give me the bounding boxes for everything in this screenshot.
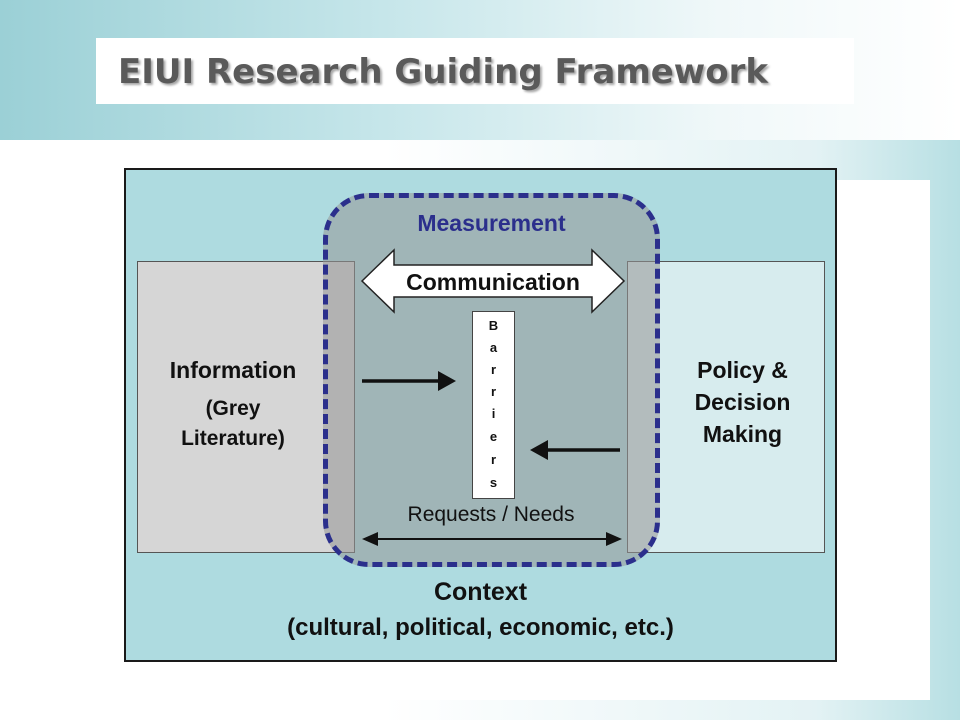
barriers-letter: B xyxy=(488,318,499,333)
information-to-barriers-arrow-head xyxy=(438,371,456,391)
context-detail-label: (cultural, political, economic, etc.) xyxy=(287,614,674,641)
requests-needs-label: Requests / Needs xyxy=(407,503,575,526)
barriers-letter: a xyxy=(489,340,498,355)
barriers-box: B a r r i e r s xyxy=(472,311,515,499)
requests-arrow-head-left xyxy=(362,532,378,546)
barriers-letter: i xyxy=(491,406,496,421)
context-label: Context xyxy=(433,578,528,606)
policy-line-1: Policy & xyxy=(697,357,788,383)
barriers-letter: r xyxy=(490,362,497,377)
policy-line-2: Decision xyxy=(694,389,791,415)
requests-arrow-head-right xyxy=(606,532,622,546)
barriers-letter: r xyxy=(490,452,497,467)
communication-double-arrow xyxy=(360,248,626,314)
policy-label: Policy & Decision Making xyxy=(660,354,825,450)
policy-to-barriers-arrow-head xyxy=(530,440,548,460)
grey-literature-line-2: Literature) xyxy=(181,427,285,450)
slide-title: EIUI Research Guiding Framework xyxy=(118,52,768,92)
policy-line-3: Making xyxy=(702,421,783,447)
barriers-letter: s xyxy=(489,475,498,490)
grey-literature-line-1: (Grey xyxy=(205,397,261,420)
policy-box xyxy=(627,261,825,553)
information-label: Information xyxy=(169,357,297,383)
communication-label: Communication xyxy=(406,269,580,295)
barriers-letter: e xyxy=(489,429,498,444)
title-box: EIUI Research Guiding Framework xyxy=(96,38,854,104)
measurement-label: Measurement xyxy=(417,210,566,236)
barriers-letter: r xyxy=(490,384,497,399)
grey-literature-label: (Grey Literature) xyxy=(137,394,329,454)
